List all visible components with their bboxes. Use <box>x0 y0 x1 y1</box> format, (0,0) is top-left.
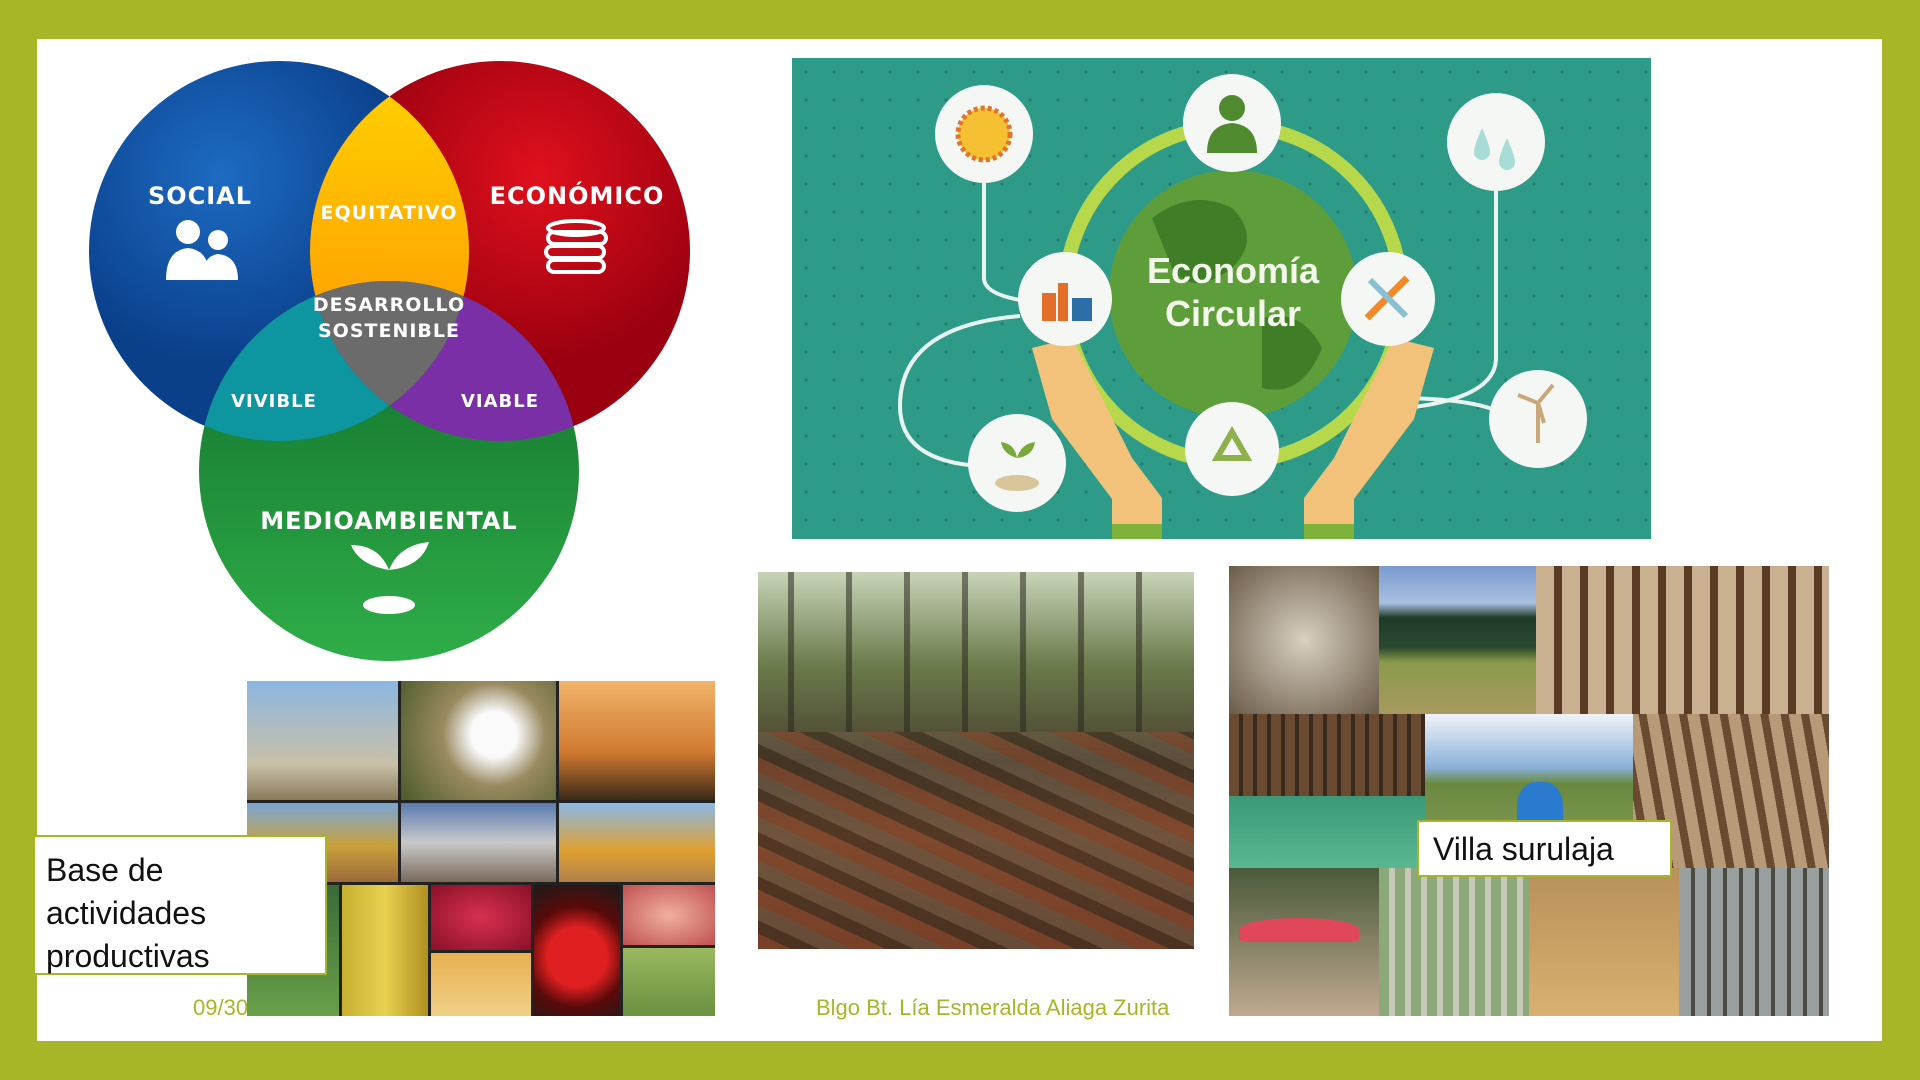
footer-author: Blgo Bt. Lía Esmeralda Aliaga Zurita <box>816 995 1170 1020</box>
coins-icon <box>544 219 608 274</box>
okra-photo <box>623 948 715 1016</box>
villa-surulaja-label: Villa surulaja <box>1417 820 1672 877</box>
venn-label-economico: ECONÓMICO <box>490 180 665 210</box>
oil-pump-photo <box>247 681 398 800</box>
economia-title-2: Circular <box>1165 293 1301 334</box>
water-drops-icon <box>1447 93 1545 191</box>
cotton-photo <box>401 681 556 800</box>
birch-forest-photo <box>1379 868 1529 1016</box>
deforested-logs-photo <box>758 572 1194 949</box>
mushroom-photo <box>1229 868 1379 1016</box>
spider-sculpture-photo <box>1529 868 1679 1016</box>
sustainable-development-venn: SOCIAL ECONÓMICO EQUITATIVO DESARROLLO S… <box>89 61 690 661</box>
venn-label-viable: VIABLE <box>461 391 539 412</box>
meadow-photo <box>1379 566 1536 714</box>
tree-trunks <box>758 572 1194 732</box>
venn-viable-region <box>310 281 579 441</box>
bananas-photo <box>342 885 428 1016</box>
productive-activities-label: Base de actividades productivas <box>35 835 327 975</box>
pine-forest-sculpture-photo <box>1536 566 1829 714</box>
recycle-icon <box>1185 402 1279 496</box>
deer-sculpture-photo <box>1679 868 1829 1016</box>
sprout-icon <box>968 414 1066 512</box>
people-icon <box>166 220 238 280</box>
excavator-photo <box>559 803 715 882</box>
venn-label-equitativo: EQUITATIVO <box>321 202 458 224</box>
villa-surulaja-collage <box>1229 566 1829 1016</box>
economia-title-1: Economía <box>1147 250 1320 291</box>
venn-label-center-2: SOSTENIBLE <box>318 320 460 342</box>
venn-vivible-region <box>199 281 469 441</box>
venn-label-vivible: VIVIBLE <box>231 391 317 412</box>
pine-rows-photo <box>1229 714 1425 796</box>
pipes-photo <box>401 803 556 882</box>
venn-label-social: SOCIAL <box>148 182 252 210</box>
oil-rig-sunset-photo <box>559 681 715 800</box>
hands-icon <box>1032 338 1434 539</box>
footer-date: 09/30 <box>193 995 249 1020</box>
mushroom-sculpture <box>1239 918 1359 942</box>
venn-label-medioambiental: MEDIOAMBIENTAL <box>260 507 517 535</box>
forest-canopy-photo <box>1229 566 1379 714</box>
sprout-icon <box>351 542 429 614</box>
pond-photo <box>1229 796 1425 868</box>
venn-label-center-1: DESARROLLO <box>313 294 465 316</box>
peaches-photo <box>623 885 715 945</box>
cut-logs <box>758 732 1194 949</box>
raspberries-photo <box>431 885 531 950</box>
melon-photo <box>431 953 531 1016</box>
apples-photo <box>534 885 620 1016</box>
economia-circular-image: Economía Circular <box>792 58 1651 539</box>
